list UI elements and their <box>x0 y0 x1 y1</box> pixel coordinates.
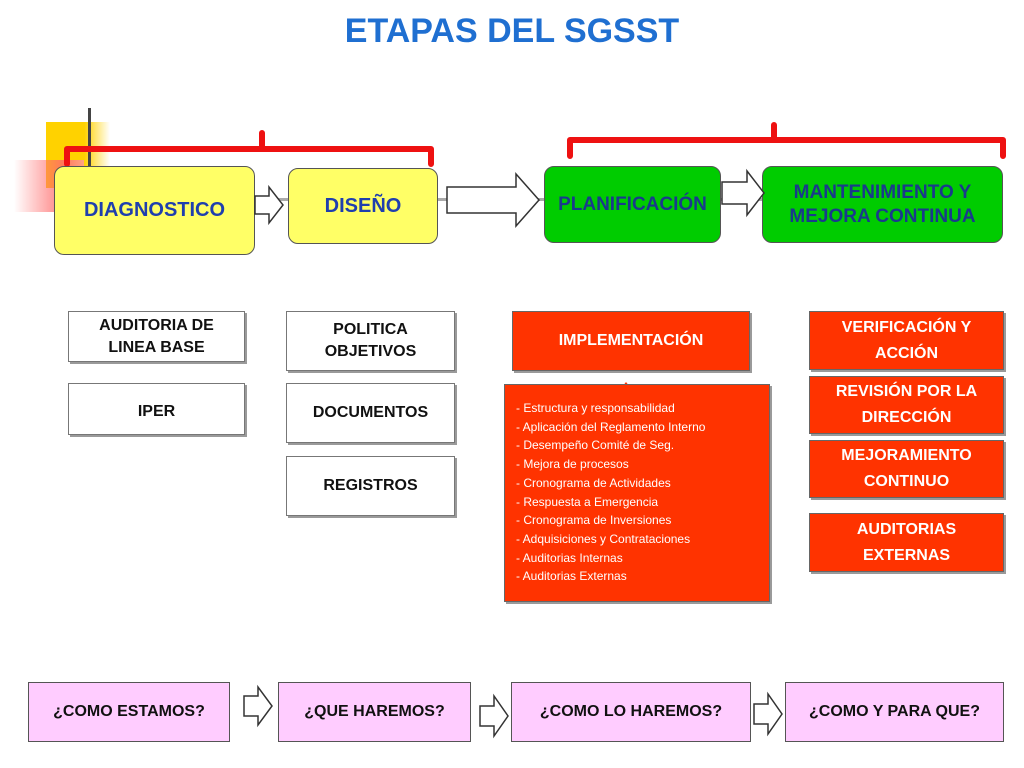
box-politica-label-1: POLITICA <box>333 320 408 338</box>
box-revision-label-2: DIRECCIÓN <box>861 409 952 426</box>
red-bracket-right-icon <box>567 122 1006 159</box>
box-documentos-label: DOCUMENTOS <box>312 403 429 421</box>
box-registros: REGISTROS <box>286 456 455 516</box>
stage-mantenimiento: MANTENIMIENTO Y MEJORA CONTINUA <box>762 166 1003 243</box>
arrow-right-icon <box>243 684 273 728</box>
box-auditoria-label-2: LINEA BASE <box>108 338 205 356</box>
stage-mantenimiento-label-1: MANTENIMIENTO Y <box>793 181 972 203</box>
box-politica-label-2: OBJETIVOS <box>324 343 417 360</box>
question-label-3: ¿COMO LO HAREMOS? <box>539 703 723 720</box>
box-revision-label-1: REVISIÓN POR LA <box>835 383 978 401</box>
box-registros-label: REGISTROS <box>323 476 418 494</box>
box-auditoria-label-1: AUDITORIA DE <box>99 316 214 334</box>
list-item: - Auditorias Externas <box>516 569 627 584</box>
arrow-right-icon <box>753 691 783 737</box>
box-auditoria-linea-base: AUDITORIA DE LINEA BASE <box>68 311 245 362</box>
box-documentos: DOCUMENTOS <box>286 383 455 443</box>
box-implementacion-header: IMPLEMENTACIÓN <box>512 311 750 371</box>
stage-diagnostico: DIAGNOSTICO <box>54 166 255 255</box>
arrow-right-icon <box>479 693 509 739</box>
box-auditorias-label-2: EXTERNAS <box>862 546 951 564</box>
list-item: - Auditorias Internas <box>516 550 623 565</box>
stage-planificacion: PLANIFICACIÓN <box>544 166 721 243</box>
arrow-right-icon <box>721 168 765 218</box>
list-item: - Mejora de procesos <box>516 457 629 472</box>
box-politica-objetivos: POLITICA OBJETIVOS <box>286 311 455 371</box>
list-item: - Respuesta a Emergencia <box>516 494 659 509</box>
arrow-right-icon <box>446 172 541 228</box>
stage-diseno-label: DISEÑO <box>324 194 402 217</box>
stage-diseno: DISEÑO <box>288 168 438 244</box>
question-label-4: ¿COMO Y PARA QUE? <box>809 703 980 720</box>
list-item: - Aplicación del Reglamento Interno <box>516 419 706 434</box>
arrow-right-icon <box>254 184 284 226</box>
list-item: - Desempeño Comité de Seg. <box>516 438 675 453</box>
box-iper-label: IPER <box>137 403 176 420</box>
box-implementacion-label: IMPLEMENTACIÓN <box>558 332 704 350</box>
question-box-4: ¿COMO Y PARA QUE? <box>785 682 1004 742</box>
question-box-2: ¿QUE HAREMOS? <box>278 682 471 742</box>
stage-mantenimiento-label-2: MEJORA CONTINUA <box>789 205 976 227</box>
box-auditorias-externas: AUDITORIAS EXTERNAS <box>809 513 1004 572</box>
list-item: - Adquisiciones y Contrataciones <box>516 531 691 546</box>
stage-planificacion-label: PLANIFICACIÓN <box>558 193 707 215</box>
box-auditorias-label-1: AUDITORIAS <box>856 520 957 538</box>
page-title: ETAPAS DEL SGSST <box>344 12 680 50</box>
question-label-2: ¿QUE HAREMOS? <box>304 703 445 720</box>
box-verificacion-accion: VERIFICACIÓN Y ACCIÓN <box>809 311 1004 370</box>
box-verificacion-label-2: ACCIÓN <box>874 344 939 362</box>
question-box-3: ¿COMO LO HAREMOS? <box>511 682 751 742</box>
red-bracket-left-icon <box>64 130 434 167</box>
implementacion-list: - Estructura y responsabilidad - Aplicac… <box>504 384 770 602</box>
list-item: - Cronograma de Actividades <box>516 475 671 490</box>
question-box-1: ¿COMO ESTAMOS? <box>28 682 230 742</box>
stage-diagnostico-label: DIAGNOSTICO <box>83 199 226 221</box>
question-label-1: ¿COMO ESTAMOS? <box>53 703 205 720</box>
box-verificacion-label-1: VERIFICACIÓN Y <box>841 318 972 336</box>
list-item: - Estructura y responsabilidad <box>516 401 675 415</box>
box-mejoramiento-label-1: MEJORAMIENTO <box>841 447 972 465</box>
box-iper: IPER <box>68 383 245 435</box>
box-mejoramiento-continuo: MEJORAMIENTO CONTINUO <box>809 440 1004 498</box>
list-item: - Cronograma de Inversiones <box>516 513 672 528</box>
box-mejoramiento-label-2: CONTINUO <box>863 473 950 490</box>
box-revision-direccion: REVISIÓN POR LA DIRECCIÓN <box>809 376 1004 434</box>
